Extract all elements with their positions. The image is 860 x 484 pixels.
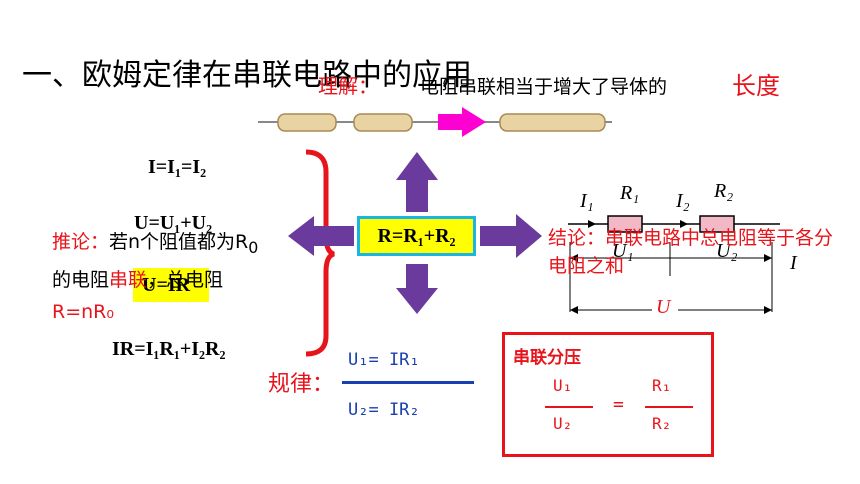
circuit-label-i: I bbox=[790, 252, 797, 274]
inference-text-3: ，总电阻 bbox=[147, 268, 224, 291]
voltage-divider-title: 串联分压 bbox=[513, 348, 581, 368]
rule-fraction-line bbox=[342, 381, 474, 384]
divider-r2: R₂ bbox=[652, 414, 672, 433]
circuit-label-u: U bbox=[656, 296, 671, 318]
inference-text-2: 的电阻 bbox=[52, 268, 110, 291]
resistor-illustration bbox=[258, 107, 612, 137]
circuit-resistor-1-icon bbox=[607, 215, 643, 233]
circuit-label-i2: I₂ bbox=[676, 190, 690, 212]
resistor-1-icon bbox=[277, 113, 337, 132]
formula-combined: IR=I₁R₁+I₂R₂ bbox=[112, 338, 226, 360]
divider-r1: R₁ bbox=[652, 376, 672, 395]
formula-current: I=I₁=I₂ bbox=[148, 156, 207, 178]
divider-equals: = bbox=[613, 394, 624, 415]
understanding-text: 电阻串联相当于增大了导体的 bbox=[420, 76, 668, 98]
divider-right-line bbox=[645, 406, 693, 408]
arrow-up-icon bbox=[396, 152, 438, 212]
divider-left-line bbox=[545, 406, 593, 408]
inference-result: R=nR₀ bbox=[52, 300, 114, 323]
circuit-diagram bbox=[568, 215, 780, 320]
purple-arrows bbox=[288, 152, 542, 314]
divider-u1: U₁ bbox=[553, 376, 573, 395]
red-brace-icon bbox=[305, 149, 335, 357]
understanding-keyword: 长度 bbox=[732, 72, 780, 100]
understanding-label: 理解： bbox=[318, 74, 378, 98]
arrow-down-icon bbox=[396, 264, 438, 314]
page-title: 一、欧姆定律在串联电路中的应用 bbox=[22, 58, 472, 93]
rule-top: U₁= IR₁ bbox=[348, 350, 420, 370]
inference-sub: 0 bbox=[248, 237, 259, 257]
circuit-resistor-2-icon bbox=[699, 215, 735, 233]
circuit-label-r1: R₁ bbox=[620, 182, 640, 204]
rule-label: 规律： bbox=[268, 372, 335, 397]
inference-keyword: 串联 bbox=[109, 268, 148, 291]
long-resistor-icon bbox=[499, 113, 606, 132]
inference-text-1: 若n个阻值都为R bbox=[109, 231, 249, 253]
voltage-divider-box bbox=[502, 332, 714, 457]
pink-arrow-icon bbox=[438, 107, 486, 137]
center-formula: R=R₁+R₂ bbox=[377, 224, 456, 247]
circuit-label-u1: U₁ bbox=[612, 240, 634, 262]
arrow-left-icon bbox=[288, 216, 354, 256]
resistor-2-icon bbox=[353, 113, 413, 132]
conclusion-body: 串联电路中总电阻等于各分电阻之和 bbox=[548, 227, 834, 277]
inference-text: 推论：若n个阻值都为R0 的电阻串联，总电阻 R=nR₀ bbox=[52, 226, 274, 328]
formula-ohm: U=IR bbox=[142, 274, 191, 296]
rule-bottom: U₂= IR₂ bbox=[348, 400, 420, 420]
formula-voltage: U=U₁+U₂ bbox=[134, 212, 213, 234]
divider-u2: U₂ bbox=[553, 414, 573, 433]
circuit-label-r2: R₂ bbox=[714, 180, 734, 202]
inference-label: 推论： bbox=[52, 231, 110, 253]
highlight-box bbox=[133, 268, 209, 302]
circuit-label-i1: I₁ bbox=[580, 190, 594, 212]
circuit-label-u2: U₂ bbox=[716, 240, 738, 262]
conclusion-text: 结论：串联电路中总电阻等于各分电阻之和 bbox=[548, 224, 838, 280]
arrow-right-icon bbox=[480, 214, 542, 258]
center-formula-box: R=R₁+R₂ bbox=[357, 216, 476, 256]
conclusion-label: 结论： bbox=[548, 227, 606, 249]
